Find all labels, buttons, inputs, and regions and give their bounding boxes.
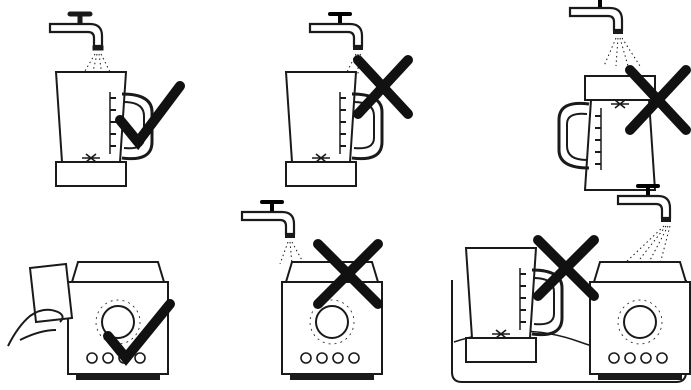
- water-spray-icon: [604, 38, 640, 66]
- panel-rinse-jug-under-tap: [50, 12, 180, 186]
- water-spray-icon: [624, 226, 670, 264]
- panel-base-in-sink-under-tap: [452, 184, 690, 382]
- faucet-icon: [310, 12, 363, 50]
- cross-mark-icon: [538, 240, 594, 296]
- water-spray-icon: [280, 242, 304, 264]
- panel-water-into-handle-area: [286, 12, 408, 186]
- faucet-icon: [50, 12, 103, 50]
- jug-icon: [466, 248, 562, 362]
- cross-mark-icon: [358, 60, 408, 114]
- blender-base-icon: [590, 262, 690, 380]
- panel-water-onto-jug-bottom: [559, 0, 686, 190]
- jug-icon: [286, 72, 382, 186]
- panel-water-onto-base: [242, 200, 382, 380]
- blender-base-icon: [282, 262, 382, 380]
- panel-wipe-base-with-cloth: [8, 262, 170, 380]
- faucet-icon: [242, 200, 295, 238]
- jug-icon: [56, 72, 152, 186]
- jug-icon: [559, 76, 655, 190]
- faucet-icon: [570, 0, 623, 34]
